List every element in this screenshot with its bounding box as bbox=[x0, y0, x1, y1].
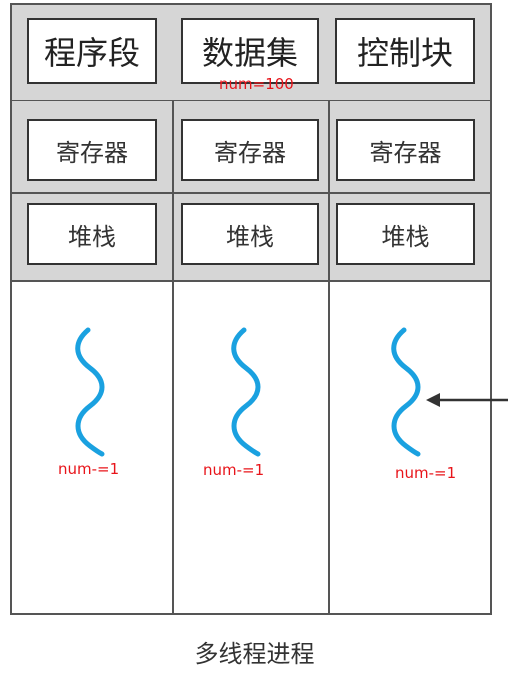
thread-1-annotation: num-=1 bbox=[58, 460, 120, 478]
thread-2-stack-box: 堆栈 bbox=[181, 203, 319, 265]
column-divider-2 bbox=[328, 101, 330, 615]
thread-2-wave-icon bbox=[231, 327, 261, 457]
data-set-box: 数据集 bbox=[181, 18, 319, 84]
row-divider-register-stack bbox=[10, 192, 492, 194]
thread-3-register-box: 寄存器 bbox=[336, 119, 475, 181]
thread-3-annotation: num-=1 bbox=[395, 464, 457, 482]
current-thread-arrow-icon bbox=[426, 393, 508, 407]
thread-3-wave-icon bbox=[391, 327, 421, 457]
thread-3-stack-box: 堆栈 bbox=[336, 203, 475, 265]
row-divider-stack-thread bbox=[10, 280, 492, 282]
thread-2-register-box: 寄存器 bbox=[181, 119, 319, 181]
control-block-box: 控制块 bbox=[335, 18, 475, 84]
diagram-caption: 多线程进程 bbox=[194, 640, 315, 668]
thread-1-wave-icon bbox=[75, 327, 105, 457]
thread-2-annotation: num-=1 bbox=[203, 461, 265, 479]
column-divider-1 bbox=[172, 101, 174, 615]
thread-1-register-box: 寄存器 bbox=[27, 119, 157, 181]
data-set-annotation: num=100 bbox=[219, 75, 294, 93]
process-frame bbox=[10, 3, 492, 615]
code-segment-box: 程序段 bbox=[27, 18, 157, 84]
thread-1-stack-box: 堆栈 bbox=[27, 203, 157, 265]
